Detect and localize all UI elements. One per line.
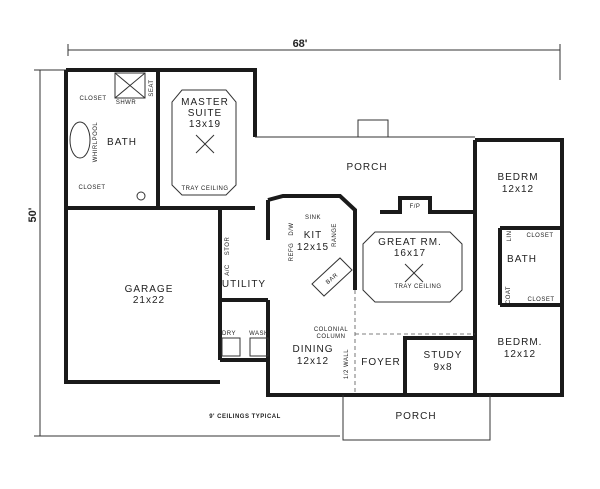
label-bath: BATH [107,137,137,148]
label-seat: SEAT [149,79,155,96]
label-study-size: 9x8 [433,362,452,373]
label-column: COLUMN [316,334,345,340]
label-dryer: DRY [222,331,236,337]
label-tray-ceiling: TRAY CEILING [181,186,228,192]
label-storage: STOR [225,237,231,256]
label-refrigerator: REFG [289,243,295,262]
whirlpool-tub-icon [69,121,91,159]
width-dimension: 68' [293,38,308,50]
label-coat: COAT [506,286,512,304]
label-range: RANGE [332,223,338,247]
label-kitchen-size: 12x15 [297,242,329,253]
label-study: STUDY [424,350,463,361]
label-garage-size: 21x22 [133,295,165,306]
walls [64,68,564,397]
label-ac: A/C [225,264,231,276]
label-sink: SINK [305,215,321,221]
dimension-depth [34,69,340,437]
depth-dimension: 50' [27,207,39,222]
label-suite: SUITE [188,108,222,119]
label-closet: CLOSET [79,96,106,102]
label-kitchen: KIT [304,230,323,241]
label-master: MASTER [181,97,229,108]
label-linen: LIN [507,231,513,242]
label-dishwasher: D/W [289,222,295,235]
label-tray-ceiling: TRAY CEILING [394,284,441,290]
label-bedroom-2-size: 12x12 [504,349,536,360]
shower-icon [114,72,146,99]
label-dining-size: 12x12 [297,356,329,367]
ceiling-note: 9' CEILINGS TYPICAL [209,414,281,420]
label-bedroom-2: BEDRM. [498,337,543,348]
washer-icon [249,337,269,357]
label-great-room-size: 16x17 [394,248,426,259]
label-bedroom-1-size: 12x12 [502,184,534,195]
label-foyer: FOYER [361,357,400,368]
label-whirlpool: WHIRLPOOL [93,122,99,163]
label-closet: CLOSET [78,185,105,191]
label-utility: UTILITY [222,279,266,290]
rear-door [357,119,389,138]
label-bath-2: BATH [507,254,537,265]
label-master-size: 13x19 [189,119,221,130]
label-fireplace: F/P [410,204,421,210]
label-great-room: GREAT RM. [378,237,442,248]
label-shower: SHWR [116,100,136,106]
label-washer: WASH [249,331,269,337]
label-half-wall: 1/2 WALL [344,349,350,379]
label-colonial: COLONIAL [314,327,349,333]
front-porch [342,395,491,441]
label-closet: CLOSET [527,297,554,303]
ceiling-fan-icon [404,263,424,283]
label-dining: DINING [293,344,334,355]
label-closet: CLOSET [526,233,553,239]
dimension-width [67,44,561,80]
label-front-porch: PORCH [395,411,436,422]
label-garage: GARAGE [125,284,174,295]
label-bedroom-1: BEDRM [497,172,538,183]
toilet-icon [136,191,146,201]
dryer-icon [221,337,241,357]
label-rear-porch: PORCH [346,162,387,173]
ceiling-fan-icon [195,134,215,154]
